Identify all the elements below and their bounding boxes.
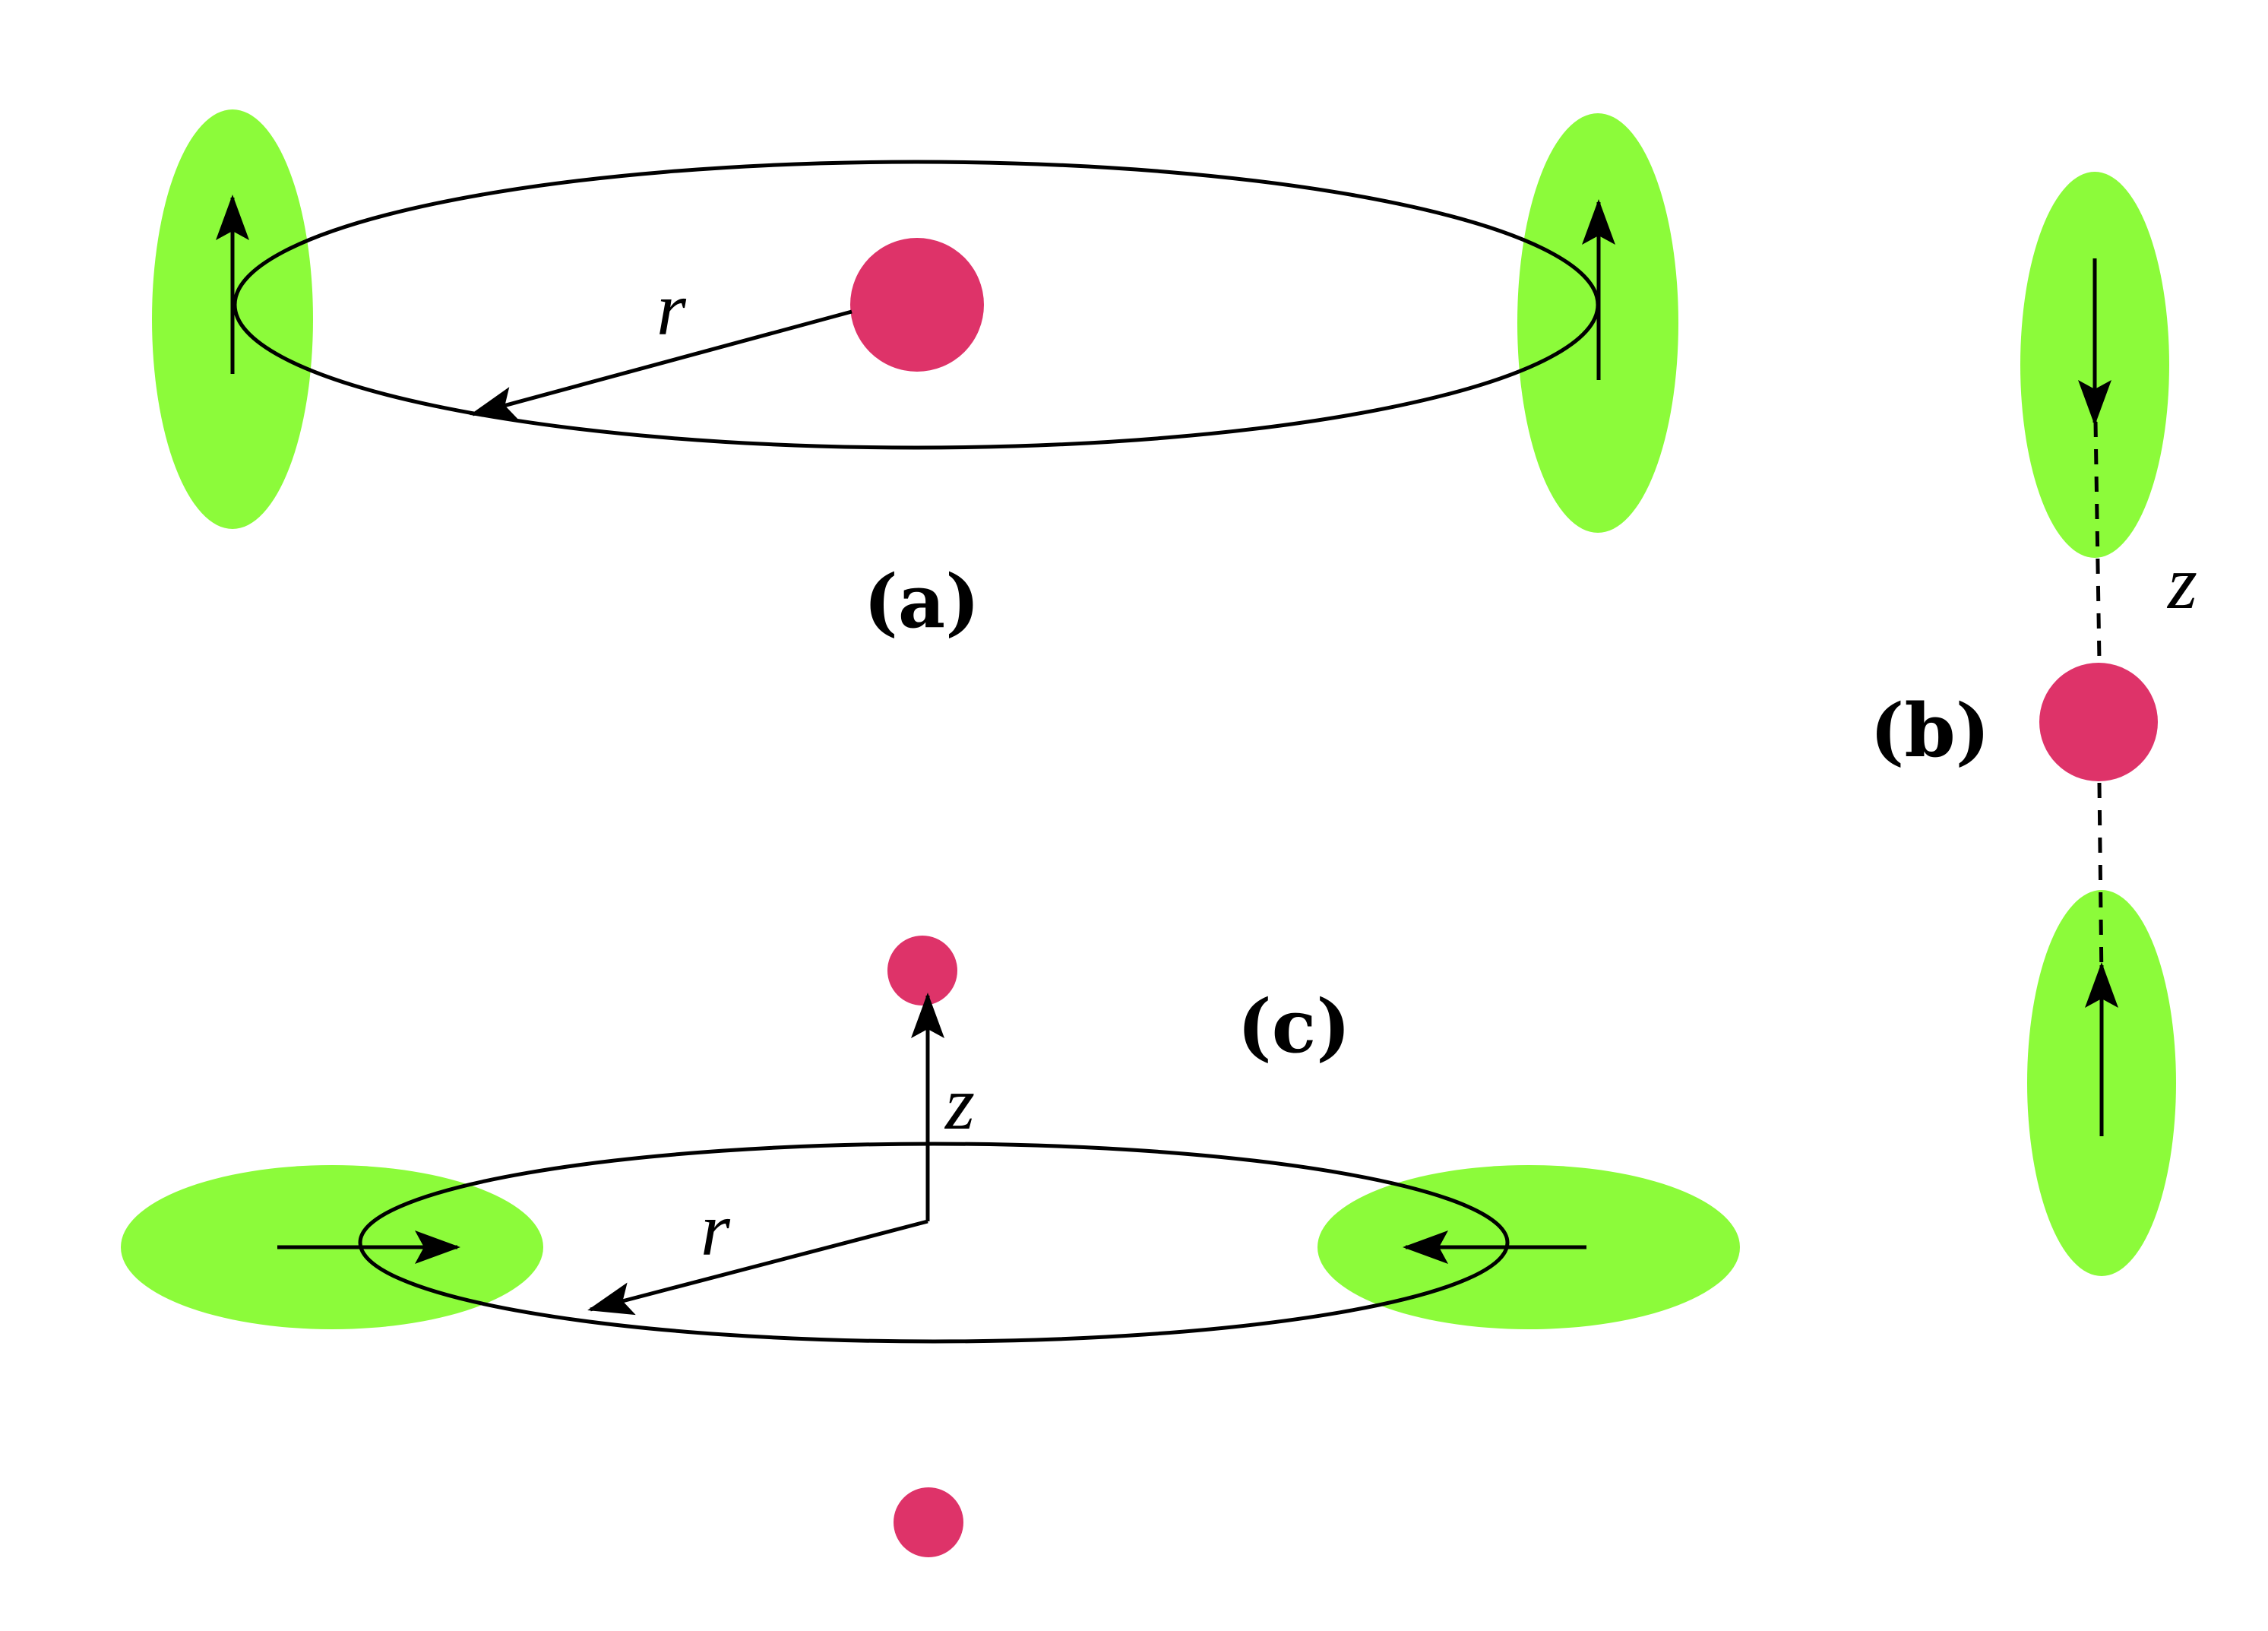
axis-symbol-c: z bbox=[944, 1061, 975, 1145]
atom-c-bottom bbox=[894, 1487, 963, 1557]
panel-label-b: (b) bbox=[1870, 688, 1990, 774]
radius-symbol-c: r bbox=[701, 1187, 731, 1272]
axis-symbol-b: z bbox=[2166, 540, 2197, 625]
axis-b-dashed-upper bbox=[2093, 421, 2102, 662]
radius-arrow-c bbox=[587, 1219, 928, 1316]
panel-b: z (b) bbox=[1870, 172, 2197, 1276]
axis-b-dashed-lower bbox=[2097, 782, 2104, 981]
panel-label-a: (a) bbox=[863, 559, 979, 644]
radius-symbol-a: r bbox=[656, 267, 687, 351]
atom-b-center bbox=[2039, 663, 2158, 781]
radius-arrow-a bbox=[470, 309, 852, 420]
atom-c-top bbox=[887, 936, 957, 1006]
panel-label-c: (c) bbox=[1237, 983, 1350, 1069]
panel-c: z r (c) bbox=[121, 936, 1740, 1557]
panel-a: r (a) bbox=[152, 109, 1678, 644]
ring-c bbox=[358, 1142, 1510, 1344]
atom-a-center bbox=[850, 238, 984, 372]
